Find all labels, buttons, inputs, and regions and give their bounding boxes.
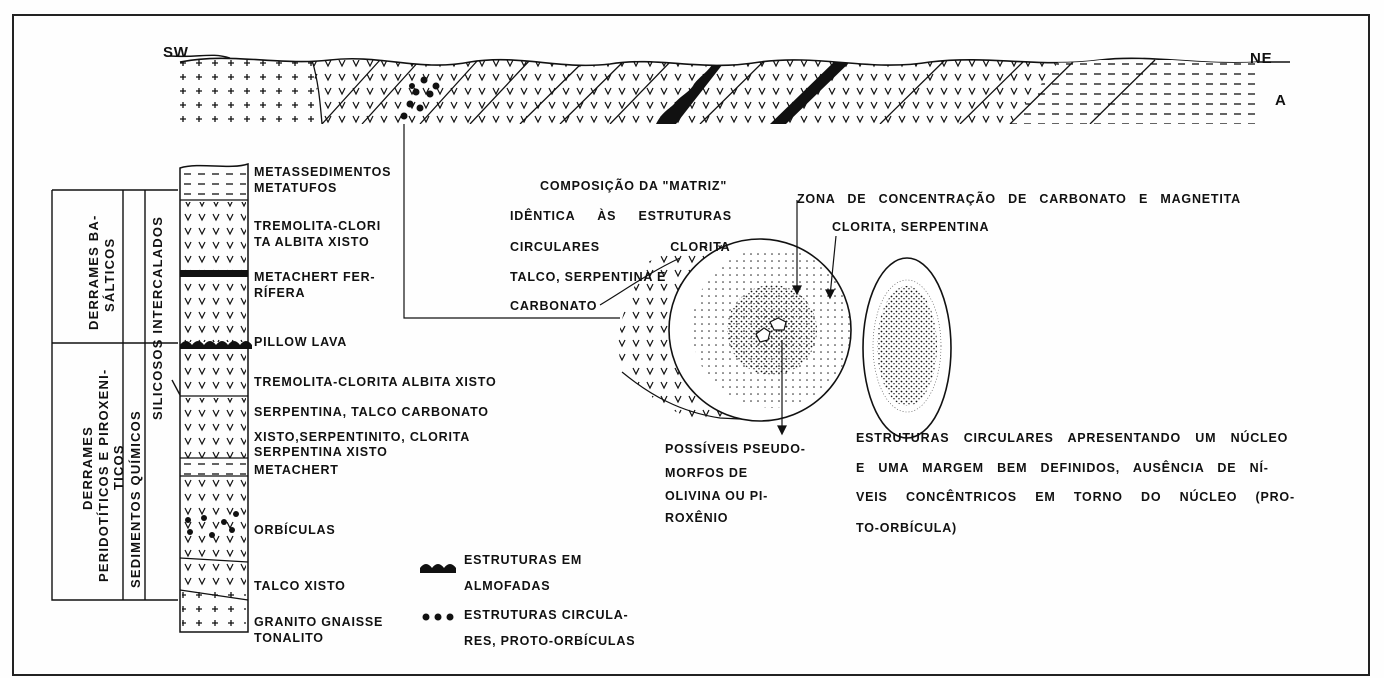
pillow-symbol: [420, 564, 456, 573]
description-text: VEIS CONCÊNTRICOS EM TORNO DO NÚCLEO (PR…: [856, 489, 1295, 506]
unit-label: METATUFOS: [254, 180, 337, 197]
group-label-sediments: SILICOSOS INTERCALADOS: [150, 216, 165, 420]
pseudomorph-note: POSSÍVEIS PSEUDO-: [665, 441, 806, 458]
unit-label: TALCO XISTO: [254, 578, 346, 595]
group-label-peridotitic: TICOS: [111, 444, 126, 490]
matrix-note: IDÊNTICA ÀS ESTRUTURAS: [510, 208, 732, 225]
unit-label: TREMOLITA-CLORI: [254, 218, 381, 235]
group-label-peridotitic: DERRAMES: [80, 426, 95, 510]
pseudomorph-note: OLIVINA OU PI-: [665, 488, 768, 505]
legend-symbols: [420, 564, 456, 621]
dot-symbol: [423, 614, 454, 621]
zone-note: ZONA DE CONCENTRAÇÃO DE CARBONATO E MAGN…: [797, 191, 1241, 208]
zone-note: CLORITA, SERPENTINA: [832, 219, 989, 236]
pseudomorph-note: MORFOS DE: [665, 465, 748, 482]
sw-label: SW: [163, 44, 189, 61]
figure-letter: A: [1275, 92, 1287, 109]
matrix-note: COMPOSIÇÃO DA "MATRIZ": [540, 178, 727, 195]
legend-circular-label: ESTRUTURAS CIRCULA-: [464, 607, 629, 624]
unit-label: SERPENTINA XISTO: [254, 444, 388, 461]
unit-label: PILLOW LAVA: [254, 334, 347, 351]
description-text: E UMA MARGEM BEM DEFINIDOS, AUSÊNCIA DE …: [856, 460, 1269, 477]
legend-pillow-label: ESTRUTURAS EM: [464, 552, 582, 569]
matrix-note: TALCO, SERPENTINA E: [510, 269, 666, 286]
description-text: TO-ORBÍCULA): [856, 520, 957, 537]
unit-label: RÍFERA: [254, 285, 305, 302]
matrix-note: CARBONATO: [510, 298, 597, 315]
pseudomorph-note: ROXÊNIO: [665, 510, 728, 527]
group-label-sediments: SEDIMENTOS QUÍMICOS: [128, 410, 143, 588]
unit-label: TA ALBITA XISTO: [254, 234, 369, 251]
matrix-note: CIRCULARES CLORITA: [510, 239, 730, 256]
unit-label: SERPENTINA, TALCO CARBONATO: [254, 404, 489, 421]
legend-circular-label: RES, PROTO-ORBÍCULAS: [464, 633, 635, 650]
unit-label: METASSEDIMENTOS: [254, 164, 391, 181]
description-text: ESTRUTURAS CIRCULARES APRESENTANDO UM NÚ…: [856, 430, 1288, 447]
group-label-basaltic: DERRAMES BA-: [86, 214, 101, 330]
unit-label: TREMOLITA-CLORITA ALBITA XISTO: [254, 374, 497, 391]
group-label-basaltic: SÁLTICOS: [102, 238, 117, 312]
unit-label: ORBÍCULAS: [254, 522, 336, 539]
unit-label: METACHERT FER-: [254, 269, 375, 286]
ne-label: NE: [1250, 50, 1272, 67]
unit-label: TONALITO: [254, 630, 324, 647]
unit-label: METACHERT: [254, 462, 339, 479]
legend-pillow-label: ALMOFADAS: [464, 578, 550, 595]
group-label-peridotitic: PERIDOTÍTICOS E PIROXENI-: [96, 369, 111, 582]
unit-label: GRANITO GNAISSE: [254, 614, 383, 631]
